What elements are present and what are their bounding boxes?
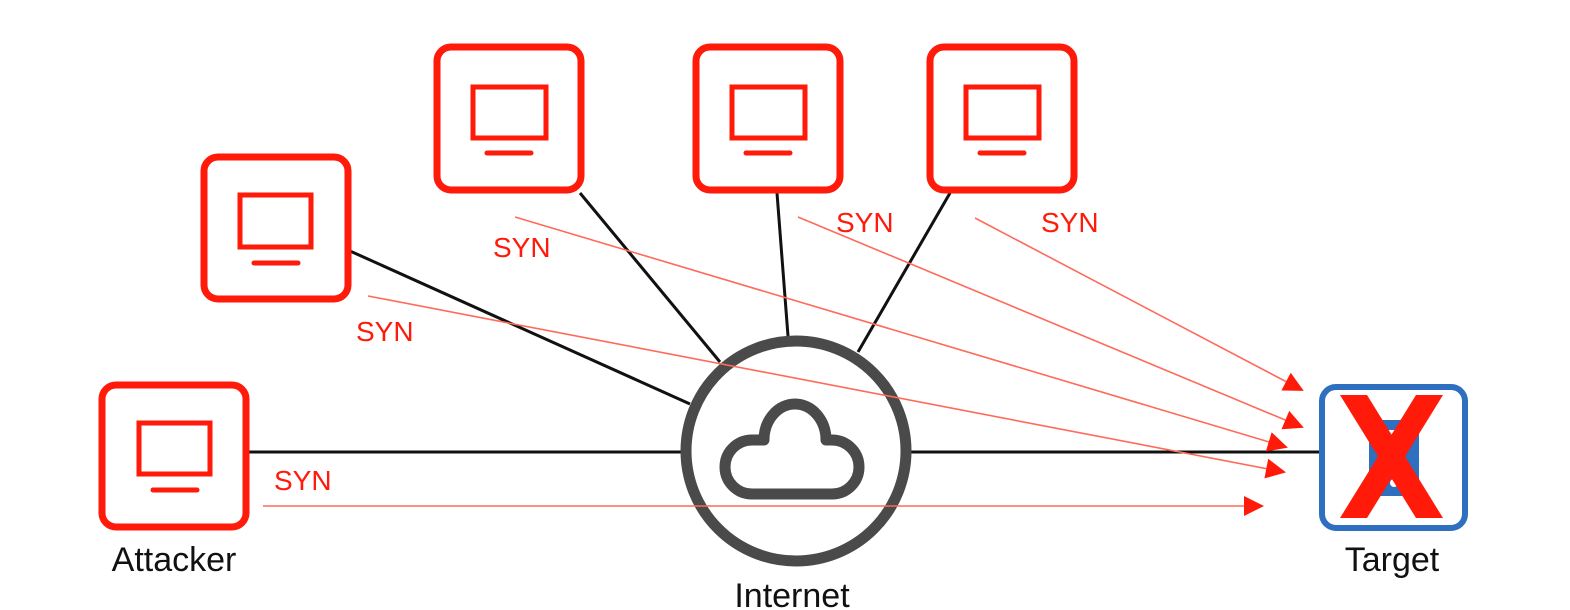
attacker-box xyxy=(98,381,250,531)
target-node[interactable]: Target xyxy=(1319,384,1468,579)
zombie-box xyxy=(200,153,352,303)
zombie-node-4[interactable] xyxy=(926,43,1078,194)
internet-circle xyxy=(680,335,912,567)
syn-label-zombie2: SYN xyxy=(493,232,551,263)
monitor-icon xyxy=(470,84,549,156)
syn-label-zombie4: SYN xyxy=(1041,207,1099,238)
syn-label-attacker: SYN xyxy=(274,465,332,496)
network-links xyxy=(248,192,1322,454)
syn-arrow-zombie2 xyxy=(514,216,1288,452)
internet-node[interactable]: Internet xyxy=(680,335,912,610)
target-label: Target xyxy=(1345,541,1440,579)
link-zombie2-internet xyxy=(578,192,722,363)
link-zombie1-internet xyxy=(349,249,691,406)
syn-arrow-zombie3 xyxy=(797,216,1304,430)
monitor-icon xyxy=(729,84,808,156)
syn-label-zombie3: SYN xyxy=(836,207,894,238)
cloud-icon xyxy=(719,398,865,500)
monitor-icon xyxy=(237,192,314,266)
monitor-icon xyxy=(963,84,1042,156)
internet-label: Internet xyxy=(734,577,850,610)
syn-labels: SYN SYN SYN SYN SYN xyxy=(274,207,1099,496)
syn-label-zombie1: SYN xyxy=(356,316,414,347)
link-zombie4-internet xyxy=(856,192,952,353)
link-zombie3-internet xyxy=(775,192,790,337)
zombie-box xyxy=(692,43,844,194)
syn-arrow-zombie1 xyxy=(367,295,1286,479)
zombie-node-2[interactable] xyxy=(433,43,585,194)
zombie-box xyxy=(433,43,585,194)
zombie-box xyxy=(926,43,1078,194)
zombie-node-1[interactable] xyxy=(200,153,352,303)
x-cross-icon xyxy=(1340,395,1443,518)
attacker-node[interactable]: Attacker xyxy=(98,381,250,579)
zombie-node-3[interactable] xyxy=(692,43,844,194)
attacker-label: Attacker xyxy=(112,541,237,579)
syn-arrow-zombie4 xyxy=(974,217,1304,391)
syn-arrows xyxy=(263,216,1304,516)
monitor-icon xyxy=(136,420,213,493)
